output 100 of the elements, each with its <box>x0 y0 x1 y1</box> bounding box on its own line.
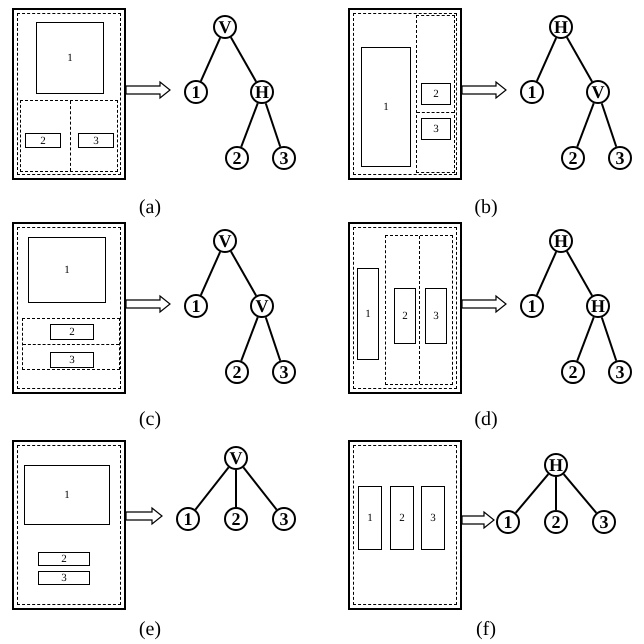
content-block <box>24 465 110 525</box>
tree-node <box>592 510 616 534</box>
tree-edge <box>576 102 595 148</box>
block-number: 2 <box>40 134 46 146</box>
tree-node <box>272 360 296 384</box>
tree-edge <box>576 316 595 362</box>
tree-edge <box>264 317 282 361</box>
block-number: 2 <box>402 310 408 322</box>
tree-node <box>544 453 568 477</box>
content-block <box>394 288 416 344</box>
tree-node <box>224 507 248 531</box>
tree-node <box>561 146 585 170</box>
tree-edge <box>600 103 618 147</box>
node-label: H <box>548 454 563 476</box>
block-number: 3 <box>433 123 439 135</box>
hollow-arrow <box>461 294 507 314</box>
block-number: 1 <box>367 512 373 524</box>
content-block <box>421 118 451 140</box>
hollow-arrow <box>125 80 171 100</box>
node-label: 3 <box>280 362 288 382</box>
panel-caption: (a) <box>138 196 162 219</box>
layout-region <box>416 15 455 173</box>
block-number: 1 <box>64 264 70 276</box>
node-label: 1 <box>504 512 512 532</box>
node-label: 2 <box>552 512 560 532</box>
tree-edge <box>562 474 598 514</box>
tree-node <box>225 146 249 170</box>
tree-node <box>586 80 610 104</box>
node-label: H <box>254 82 269 102</box>
hollow-arrow <box>461 510 495 530</box>
tree-node <box>272 507 296 531</box>
block-number: 2 <box>69 326 75 338</box>
content-block <box>38 571 90 585</box>
tree-node <box>250 80 274 104</box>
layout-region <box>22 318 120 370</box>
node-label: 2 <box>232 508 240 530</box>
tree-edge <box>240 102 259 148</box>
content-block <box>28 237 106 303</box>
node-label: 1 <box>192 296 200 316</box>
tree-node <box>225 360 249 384</box>
node-label: 1 <box>184 508 192 530</box>
tree-node <box>549 229 573 253</box>
panel-caption: (f) <box>476 618 496 641</box>
tree-edge <box>200 252 222 296</box>
node-label: H <box>554 230 568 252</box>
content-block <box>390 486 414 550</box>
tree-edge <box>566 36 593 82</box>
block-number: 2 <box>61 553 67 565</box>
tree-node <box>213 15 237 39</box>
tree-edge <box>242 466 278 510</box>
tree-node <box>520 80 544 104</box>
panel-caption: (d) <box>474 408 498 431</box>
content-block <box>38 552 90 566</box>
tree-node <box>496 510 520 534</box>
node-label: 3 <box>280 508 288 530</box>
block-number: 1 <box>64 489 70 501</box>
tree-node <box>608 360 632 384</box>
tree-node <box>250 294 274 318</box>
content-block <box>357 268 379 360</box>
content-block <box>36 22 104 94</box>
node-label: 3 <box>600 512 608 532</box>
content-block <box>78 133 114 148</box>
panel-caption: (e) <box>138 618 162 641</box>
content-block <box>358 486 382 550</box>
tree-node <box>520 294 544 318</box>
tree-edge <box>566 250 593 296</box>
node-label: V <box>218 16 232 38</box>
node-label: V <box>256 296 268 316</box>
tree-edge <box>240 316 259 362</box>
tree-node <box>272 146 296 170</box>
node-label: 3 <box>616 362 624 382</box>
content-block <box>25 133 61 148</box>
node-label: 2 <box>568 362 578 382</box>
block-number: 3 <box>433 310 439 322</box>
block-number: 3 <box>61 572 67 584</box>
node-label: 1 <box>528 82 536 102</box>
tree-node <box>224 446 248 470</box>
content-block <box>50 324 94 340</box>
tree-node <box>184 294 208 318</box>
node-label: V <box>230 448 242 468</box>
block-number: 3 <box>69 354 75 366</box>
tree-node <box>213 229 237 253</box>
block-number: 2 <box>433 88 439 100</box>
tree-edge <box>230 36 257 82</box>
tree-edge <box>194 466 230 510</box>
content-block <box>421 486 445 550</box>
node-label: 2 <box>232 148 242 168</box>
node-label: V <box>218 230 232 252</box>
block-number: 2 <box>399 512 405 524</box>
node-label: 1 <box>192 82 200 102</box>
tree-edge <box>230 250 257 296</box>
block-number: 1 <box>383 101 389 113</box>
tree-edge <box>235 470 237 507</box>
layout-region <box>385 235 453 385</box>
tree-node <box>549 15 573 39</box>
block-number: 1 <box>365 308 371 320</box>
node-label: 3 <box>280 148 288 168</box>
block-number: 3 <box>430 512 436 524</box>
tree-edge <box>600 317 618 361</box>
tree-node <box>176 507 200 531</box>
